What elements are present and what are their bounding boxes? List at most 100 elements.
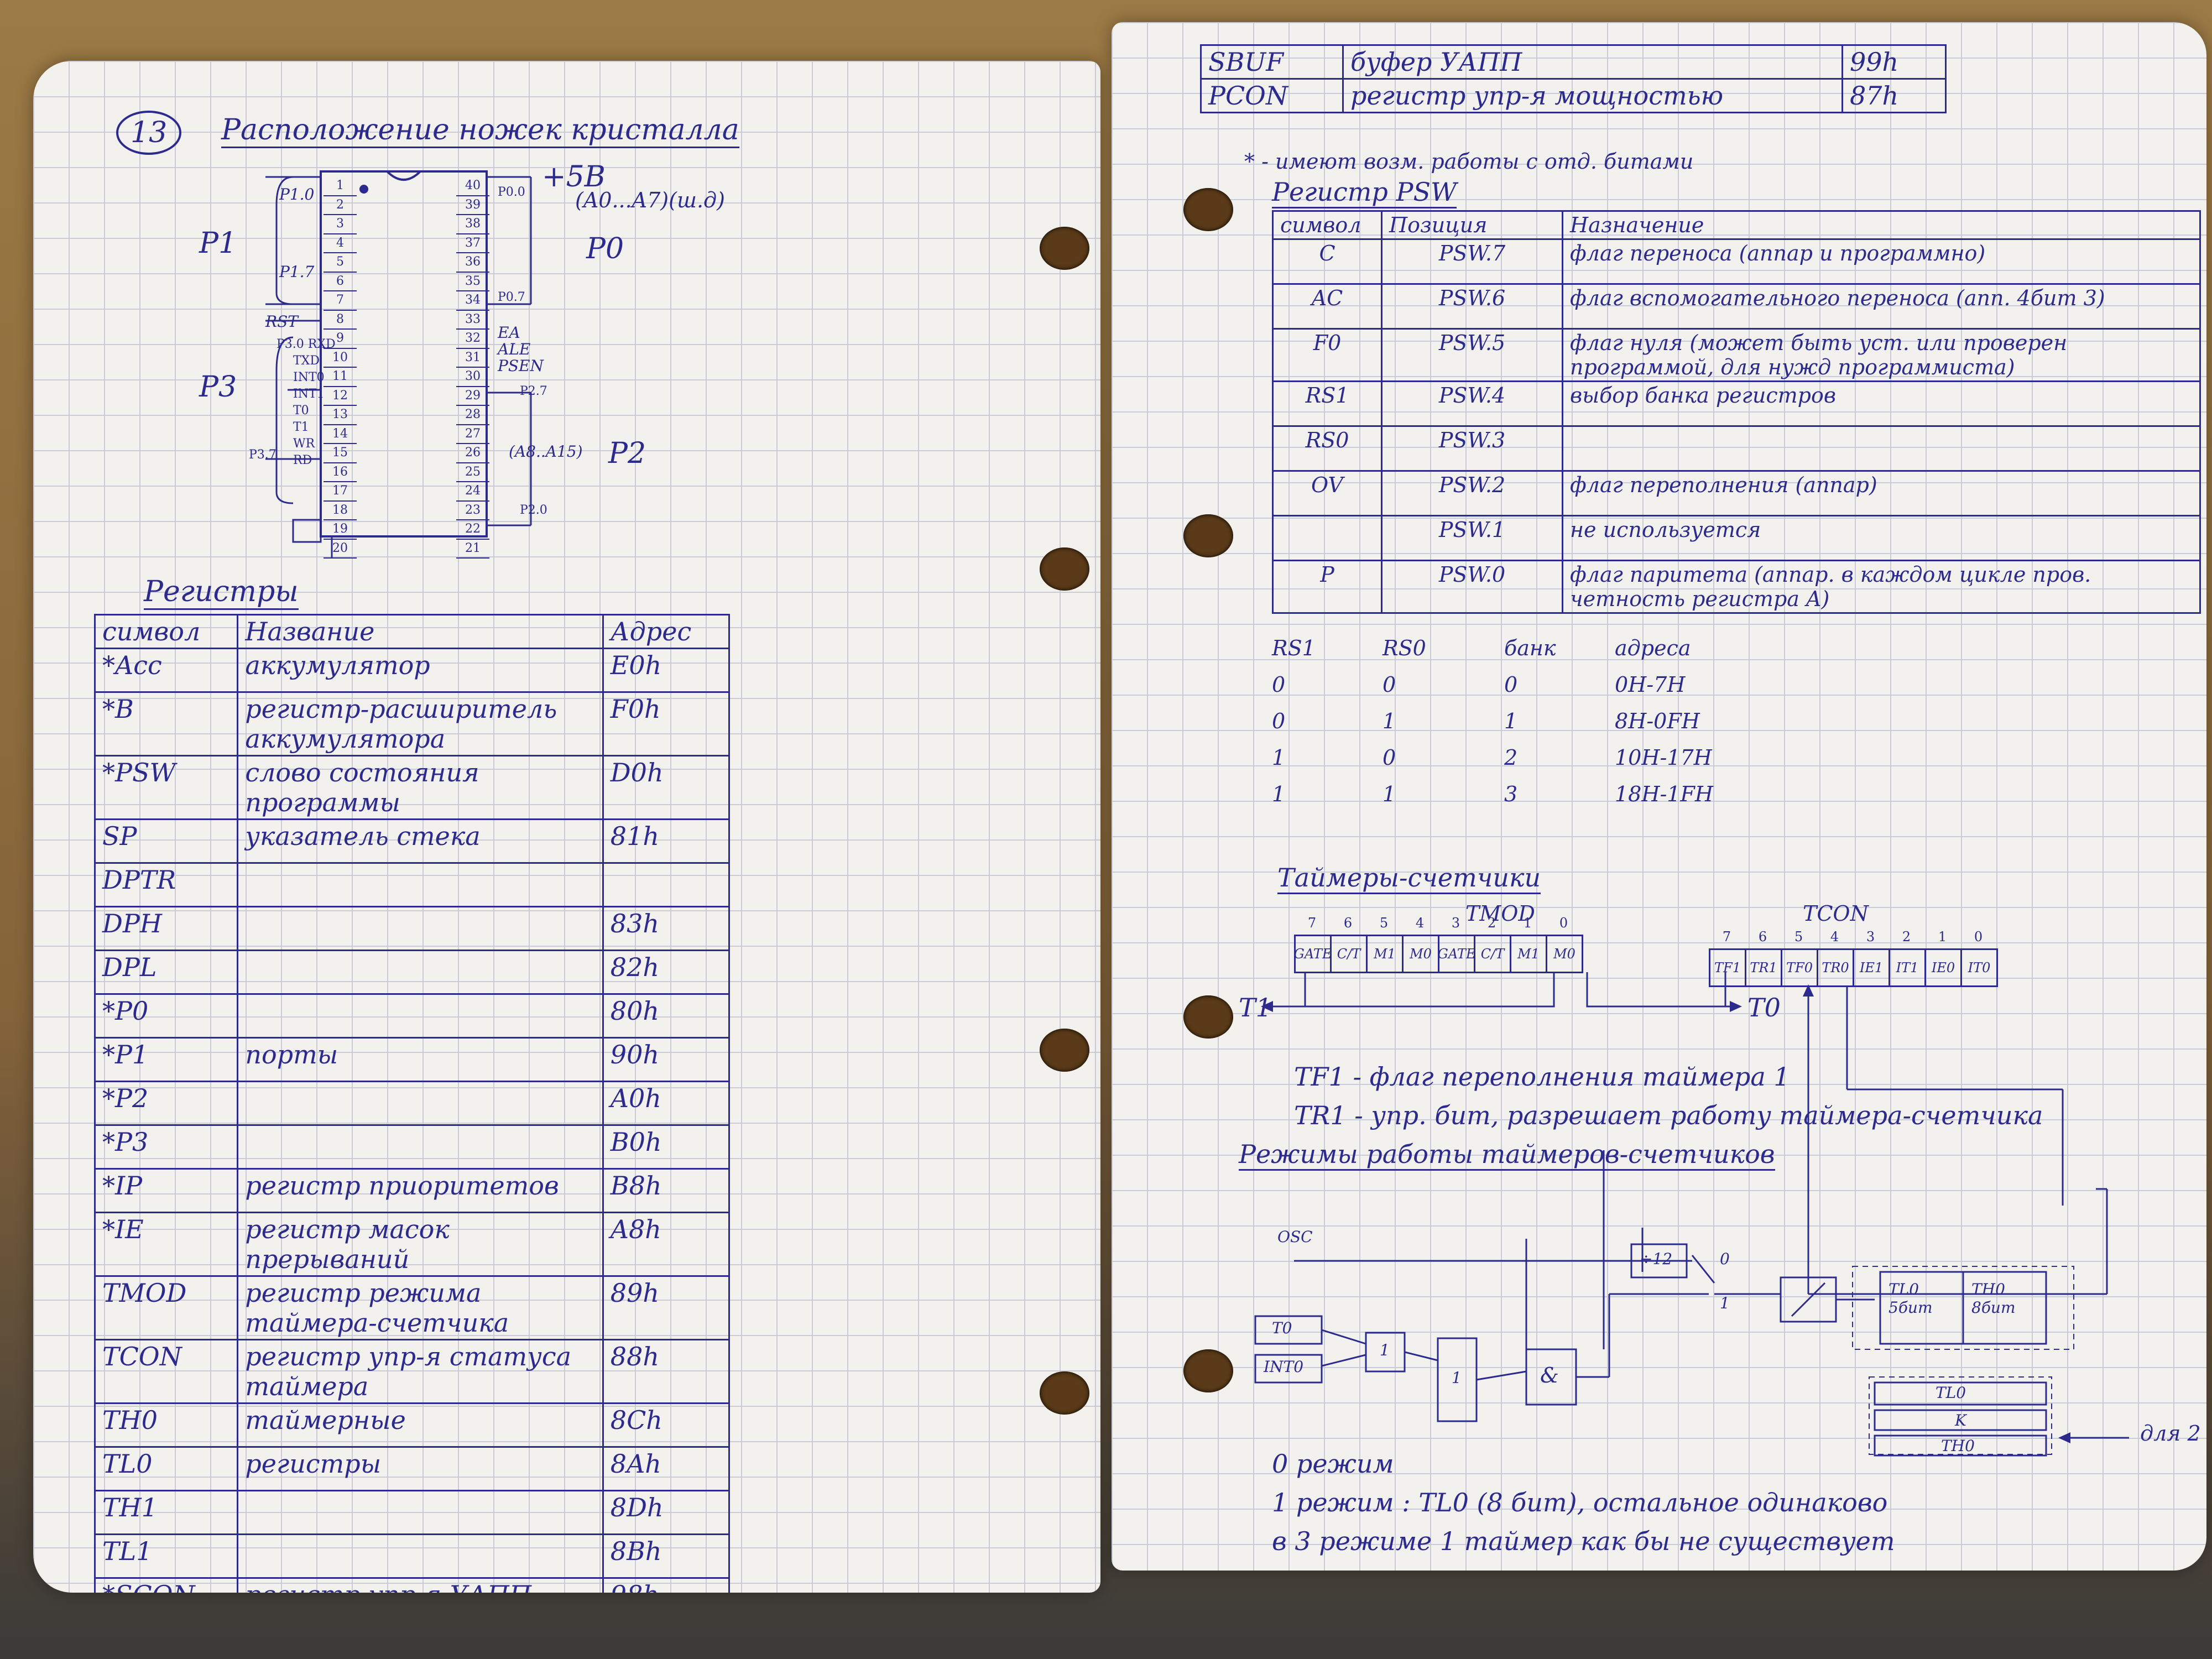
psw-purpose: выбор банка регистров (1562, 380, 2201, 427)
pin-number: 22 (456, 520, 489, 540)
psw-position: PSW.5 (1381, 328, 1563, 382)
psw-symbol: RS0 (1272, 425, 1383, 472)
register-symbol: TH0 (93, 1402, 239, 1448)
psw-purpose: не используется (1562, 515, 2201, 561)
register-name: буфер УАПП (1342, 44, 1843, 80)
and-gate: & (1540, 1363, 1559, 1387)
or-gate-1: 1 (1380, 1341, 1390, 1359)
register-symbol: *SCON (93, 1577, 239, 1593)
psw-purpose (1562, 425, 2201, 472)
psw-symbol: OV (1272, 470, 1383, 517)
pin-label-t1: T1 (293, 420, 309, 434)
pin-number: 24 (456, 482, 489, 502)
tmod-label: TMOD (1465, 901, 1535, 926)
pin-label-p10: P1.0 (279, 185, 315, 204)
punch-hole (1040, 1371, 1089, 1415)
pin-label-ea: EA (498, 324, 520, 342)
tcon-bit: IT1 (1890, 950, 1926, 985)
pin-number: 38 (456, 215, 489, 234)
column-header-rs0: RS0 (1383, 636, 1426, 660)
tcon-bit: TR0 (1818, 950, 1854, 985)
bit-number: 6 (1343, 915, 1353, 931)
register-symbol: SBUF (1200, 44, 1344, 80)
register-symbol: *P1 (93, 1037, 239, 1082)
bank-addresses: 0H-7H (1615, 672, 1686, 697)
switch-pos-0: 0 (1720, 1250, 1730, 1268)
timers-heading: Таймеры-счетчики (1277, 863, 1541, 894)
psw-symbol: RS1 (1272, 380, 1383, 427)
bank-rs0: 1 (1383, 709, 1396, 733)
column-header-addresses: адреса (1615, 636, 1691, 660)
pin-number: 14 (324, 425, 357, 444)
pin-number: 32 (456, 330, 489, 349)
reload-k-box: K (1955, 1411, 1966, 1430)
pin-number: 36 (456, 253, 489, 273)
pin-number: 4 (324, 234, 357, 253)
bank-addresses: 8H-0FH (1615, 709, 1700, 733)
pin-number: 19 (324, 520, 357, 540)
psw-purpose: флаг переноса (аппар и программно) (1562, 238, 2201, 285)
punch-hole (1040, 547, 1089, 591)
column-header-position: Позиция (1381, 210, 1563, 240)
punch-hole (1183, 188, 1233, 231)
notebook-page-left: 13 Расположение ножек кристалла +5В P1 P… (33, 61, 1100, 1593)
divider-label: ÷12 (1640, 1250, 1673, 1268)
pin-label-txd: TXD (293, 354, 320, 368)
register-symbol: DPH (93, 906, 239, 951)
bit-number: 0 (1974, 929, 1983, 945)
pin-number: 7 (324, 291, 357, 311)
pin-number: 29 (456, 387, 489, 406)
register-symbol: *P2 (93, 1081, 239, 1126)
register-name (237, 1124, 604, 1170)
tmod-bit: GATE (1438, 936, 1475, 972)
tl0-5bit-box: TL0 5бит (1888, 1280, 1933, 1317)
pin-number: 40 (456, 177, 489, 196)
bit-access-note: * - имеют возм. работы с отд. битами (1244, 149, 1694, 174)
register-name (237, 862, 604, 907)
register-symbol: TL1 (93, 1533, 239, 1579)
pin-number: 6 (324, 273, 357, 291)
mode3-description: в 3 режиме 1 таймер как бы не существует (1272, 1526, 1895, 1556)
register-name (237, 1081, 604, 1126)
pin-label-int1: INT1 (293, 387, 325, 401)
power-label: +5В (542, 160, 606, 194)
mode2-note: для 2 режима (2140, 1421, 2206, 1446)
psw-symbol (1272, 515, 1383, 561)
register-name (237, 950, 604, 995)
register-symbol: TL0 (93, 1446, 239, 1491)
register-name: регистр упр-я УАПП (237, 1577, 604, 1593)
bit-number: 3 (1451, 915, 1460, 931)
psw-position: PSW.6 (1381, 283, 1563, 330)
tmod-bit: M0 (1404, 936, 1439, 972)
pin-label-ale: ALE (498, 340, 531, 358)
register-address (602, 862, 731, 907)
bank-addresses: 10H-17H (1615, 745, 1712, 770)
punch-hole (1183, 995, 1233, 1039)
int0-input-box: INT0 (1264, 1358, 1304, 1376)
register-address: D0h (602, 755, 731, 820)
t1-output-label: T1 (1239, 993, 1272, 1022)
register-name: регистр приоритетов (237, 1168, 604, 1213)
tf1-description: TF1 - флаг переполнения таймера 1 (1294, 1062, 1790, 1092)
pin-number: 5 (324, 253, 357, 273)
pin-number: 15 (324, 444, 357, 463)
pin-number: 28 (456, 406, 489, 425)
pin-number: 37 (456, 234, 489, 253)
psw-symbol: AC (1272, 283, 1383, 330)
pin-number: 34 (456, 291, 489, 311)
